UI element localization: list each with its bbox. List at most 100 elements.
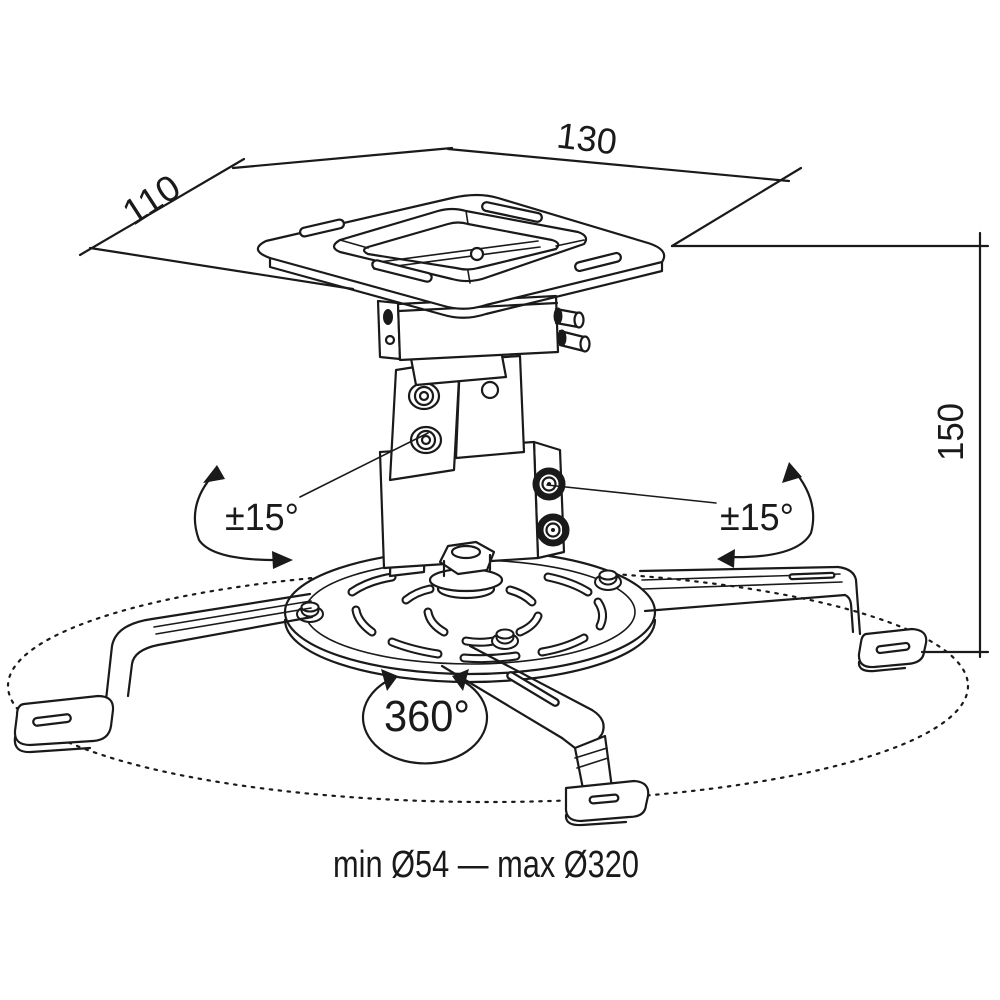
disc-bolts-part xyxy=(598,569,618,581)
tilt-arrow-left-part xyxy=(193,472,284,562)
tilt-bolt-part xyxy=(418,390,430,402)
tilt-arrow-right-part xyxy=(724,466,815,559)
arm-left-part xyxy=(104,617,154,702)
hex-nut-part xyxy=(442,553,492,578)
disc-bolts-part xyxy=(300,601,320,613)
dimension-plane-part xyxy=(88,246,355,291)
disc-slots-part xyxy=(403,586,433,603)
arm-right-part xyxy=(843,593,855,634)
mount-bracket-column-part xyxy=(383,309,393,325)
dimension-plane-part xyxy=(670,166,803,248)
plate-slots-part xyxy=(574,251,622,273)
mount-bracket-column-part xyxy=(384,334,396,346)
plate-slots-part xyxy=(371,259,433,283)
dim-height-label: 150 xyxy=(930,403,971,461)
arm-front-part xyxy=(576,757,609,769)
tilt-arrow-right-part xyxy=(546,484,717,504)
upper-side-bolt-part xyxy=(557,329,567,347)
arm-foot-slots xyxy=(32,571,911,805)
disc-slots-part xyxy=(545,574,591,595)
mount-bracket-column-part xyxy=(480,380,500,400)
plate-recess xyxy=(332,207,588,283)
arm-foot-slots-part-part xyxy=(508,673,558,705)
disc-slots-part xyxy=(595,599,605,629)
tilt-bolt xyxy=(407,381,441,411)
arm-left-part xyxy=(155,607,312,635)
plate-slots-part-part xyxy=(576,254,620,270)
rotation-arrow-360-part xyxy=(452,669,469,691)
ceiling-plate-part xyxy=(268,256,664,319)
side-dome-bolt xyxy=(532,467,566,501)
tilt-bolt-part xyxy=(413,385,435,407)
arm-right-part xyxy=(836,565,862,636)
caption-diameter-range: min Ø54 — max Ø320 xyxy=(333,844,639,886)
disc-slots-part xyxy=(507,587,535,605)
side-dome-bolt xyxy=(536,513,570,547)
side-dome-bolt-part xyxy=(551,528,555,532)
dimension-plane-part xyxy=(231,146,454,170)
dimension-plane xyxy=(78,146,803,291)
tilt-arrow-right xyxy=(546,462,815,568)
arm-left xyxy=(13,592,314,754)
disc-slots-part xyxy=(425,609,447,635)
ceiling-plate-part xyxy=(339,210,585,284)
disc-slots-part xyxy=(349,574,395,595)
tilt-right-label: ±15° xyxy=(720,497,794,539)
tilt-arrow-left-part xyxy=(203,465,225,483)
arm-foot-slots-part xyxy=(588,793,620,805)
disc-bolts-part xyxy=(495,628,515,640)
arm-right-part xyxy=(643,593,847,613)
side-dome-bolt-part xyxy=(536,513,570,547)
tilt-arrow-left-part xyxy=(299,432,429,498)
tilt-left-label: ±15° xyxy=(225,497,299,539)
arm-left-part xyxy=(150,592,312,621)
plate-slots-part-part xyxy=(301,220,343,236)
plate-slots-part xyxy=(481,201,543,223)
rotation-arrow-360-part xyxy=(381,669,398,691)
arm-left-part xyxy=(13,735,92,754)
arm-foot-slots-part xyxy=(32,713,72,727)
dim-depth-label: 110 xyxy=(115,166,188,233)
arm-foot-slots-part xyxy=(788,571,836,581)
arm-right-part xyxy=(857,660,907,673)
mount-bracket-column xyxy=(376,294,591,600)
plate-slots-part-part xyxy=(483,203,541,221)
tilt-arrow-right-part xyxy=(717,549,735,568)
arm-left-part xyxy=(126,643,160,698)
disc-slots xyxy=(347,572,608,664)
hex-nut-part xyxy=(450,544,482,560)
disc-slots-part xyxy=(461,653,519,662)
dim-width-line xyxy=(446,147,791,183)
disc-slots-part xyxy=(353,607,375,635)
arm-foot-slots-part-part xyxy=(34,715,70,725)
hex-nut xyxy=(438,540,496,578)
disc-slots-part xyxy=(517,613,541,635)
arm-right xyxy=(638,565,928,673)
dim-width-label: 130 xyxy=(555,114,620,162)
tilt-arrow-left xyxy=(193,432,429,569)
ceiling-plate xyxy=(256,193,666,319)
arm-foot-slots-part xyxy=(506,671,560,707)
rotation-arrow-360-part xyxy=(361,678,489,765)
plate-slots-part-part xyxy=(373,261,431,281)
swivel-label: 360° xyxy=(384,692,470,741)
arm-right-part xyxy=(642,581,843,590)
dimension-height-150 xyxy=(670,231,990,659)
arm-front-part xyxy=(560,736,577,750)
upper-side-bolt-part xyxy=(553,307,563,325)
arm-right-part xyxy=(638,565,840,573)
upper-side-bolt xyxy=(557,329,591,353)
arm-foot-slots-part-part xyxy=(590,795,618,803)
plate-slots-part xyxy=(298,218,346,238)
arm-front-part xyxy=(564,813,628,827)
plate-slots xyxy=(298,201,622,283)
tilt-arrow-left-part xyxy=(272,551,293,569)
arm-front-part xyxy=(574,747,608,759)
upper-side-bolt-part xyxy=(579,335,591,353)
tilt-bolt-part xyxy=(420,434,432,446)
disc-slots-part xyxy=(389,639,441,657)
spider-base xyxy=(6,548,970,827)
upper-side-bolt xyxy=(553,307,585,329)
